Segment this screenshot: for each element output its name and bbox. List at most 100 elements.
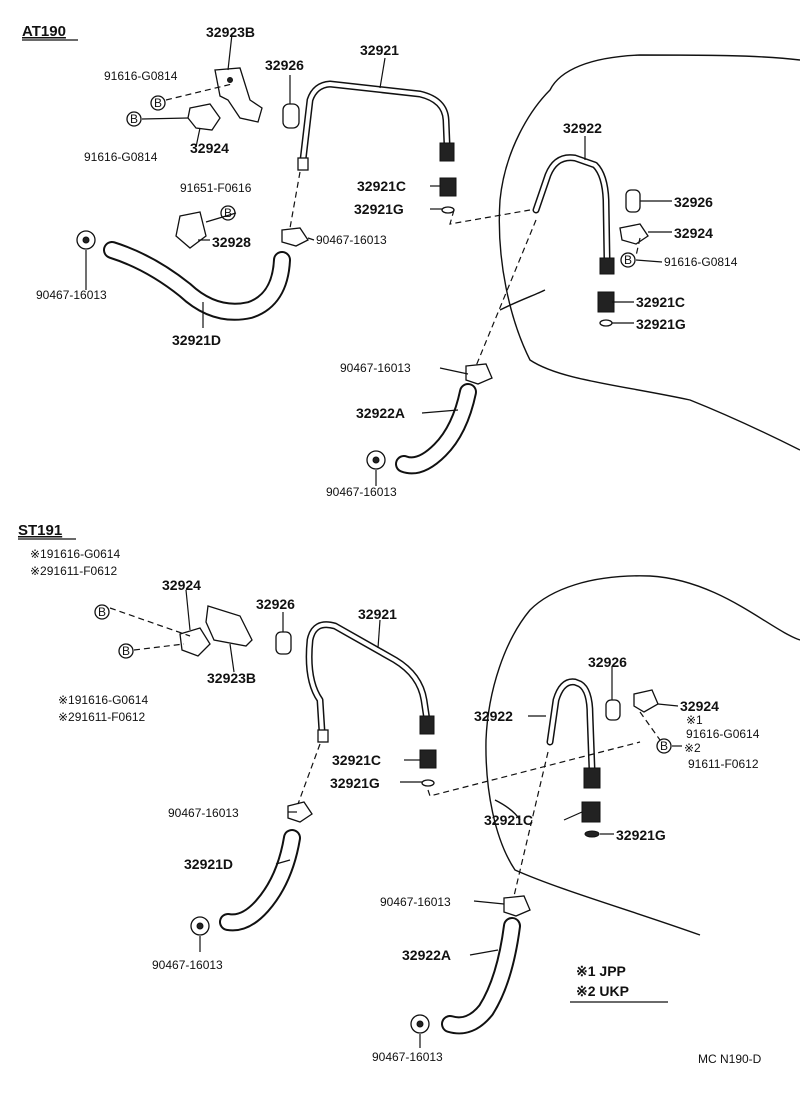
- label-bolt-1: 91616-G0814: [104, 69, 178, 83]
- b-marker-st-3: B: [656, 738, 672, 754]
- label-32921: 32921: [360, 42, 399, 58]
- label-32923b-st: 32923B: [207, 670, 256, 686]
- hose-clamp-small: [281, 227, 309, 247]
- label-bolt-3: 91651-F0616: [180, 181, 252, 195]
- label-32926-right: 32926: [674, 194, 713, 210]
- section-title-at190: AT190: [22, 23, 66, 40]
- sleeve-32926-st: [275, 631, 292, 655]
- diagram-code: MC N190-D: [698, 1052, 762, 1066]
- label-clamp-c: 90467-16013: [340, 361, 411, 375]
- label-32921g-st-a: 32921G: [330, 775, 380, 791]
- clamp-32928: [175, 211, 207, 249]
- label-32921c-st-a: 32921C: [332, 752, 381, 768]
- label-32922-st: 32922: [474, 708, 513, 724]
- transmission-outline: [498, 54, 800, 451]
- svg-text:B: B: [122, 644, 130, 658]
- b-marker-4: B: [620, 252, 636, 268]
- pipe-32922: [532, 154, 611, 264]
- svg-text:B: B: [130, 112, 138, 126]
- transmission-edge: [499, 289, 546, 311]
- union-32921c-st-right: [581, 801, 601, 823]
- label-32924-st-right: 32924: [680, 698, 719, 714]
- label-clamp-st-b: 90467-16013: [152, 958, 223, 972]
- label-32922a: 32922A: [356, 405, 405, 421]
- label-32921d: 32921D: [172, 332, 221, 348]
- svg-text:B: B: [154, 96, 162, 110]
- note-2: ※291611-F0612: [30, 564, 118, 578]
- label-bolt-6: 91611-F0612: [688, 757, 759, 771]
- label-clamp-st-c: 90467-16013: [380, 895, 451, 909]
- label-32921d-st: 32921D: [184, 856, 233, 872]
- label-32924: 32924: [190, 140, 229, 156]
- b-marker-2: B: [126, 111, 142, 127]
- label-32921c-st-b: 32921C: [484, 812, 533, 828]
- clamp-32924-st-right: [633, 689, 659, 713]
- bracket-32923b: [214, 67, 263, 123]
- pipe-32922-fitting-st: [583, 767, 601, 789]
- label-32921c-a: 32921C: [357, 178, 406, 194]
- label-bolt-2: 91616-G0814: [84, 150, 158, 164]
- pipe-32922-fitting: [599, 257, 615, 275]
- clamp-32924-st: [179, 627, 211, 657]
- union-32921c: [439, 177, 457, 197]
- label-32926-st: 32926: [256, 596, 295, 612]
- legend-line-2: ※2 UKP: [576, 983, 629, 999]
- label-clamp-d: 90467-16013: [326, 485, 397, 499]
- label-clamp-b: 90467-16013: [36, 288, 107, 302]
- transmission-outline-2: [485, 575, 800, 936]
- label-clamp-st-d: 90467-16013: [372, 1050, 443, 1064]
- bracket-hole: [227, 77, 233, 83]
- star-1: ※1: [686, 713, 703, 727]
- note-1: ※191616-G0614: [30, 547, 120, 561]
- b-marker-st-1: B: [94, 604, 110, 620]
- label-32922: 32922: [563, 120, 602, 136]
- gasket-32921g-st-right: [584, 830, 600, 838]
- union-32921c-st: [419, 749, 437, 769]
- label-32922a-st: 32922A: [402, 947, 451, 963]
- label-clamp-st-a: 90467-16013: [168, 806, 239, 820]
- b-marker-3: B: [220, 205, 236, 221]
- legend-line-1: ※1 JPP: [576, 963, 626, 979]
- label-32921-st: 32921: [358, 606, 397, 622]
- label-32921c-b: 32921C: [636, 294, 685, 310]
- hose-clamp-32922a-top: [465, 363, 493, 385]
- bracket-32923b-st: [205, 605, 253, 647]
- section-title-st191: ST191: [18, 522, 62, 539]
- sleeve-32926-st-right: [605, 699, 621, 721]
- svg-text:B: B: [224, 206, 232, 220]
- hose-clamp-32922a-st-top: [503, 895, 531, 917]
- pipe-fitting: [439, 142, 455, 162]
- gasket-32921g-right: [599, 319, 613, 327]
- b-marker-st-2: B: [118, 643, 134, 659]
- star-2: ※2: [684, 741, 701, 755]
- section-st191: ST191: [18, 522, 800, 1066]
- label-clamp-a: 90467-16013: [316, 233, 387, 247]
- label-32926-left: 32926: [265, 57, 304, 73]
- clamp-32924: [187, 103, 221, 131]
- label-32921g-a: 32921G: [354, 201, 404, 217]
- pipe-fitting-st: [419, 715, 435, 735]
- label-32921g-b: 32921G: [636, 316, 686, 332]
- note-4: ※291611-F0612: [58, 710, 146, 724]
- sleeve-32926: [282, 103, 300, 129]
- svg-text:B: B: [660, 739, 668, 753]
- b-marker-1: B: [150, 95, 166, 111]
- svg-text:B: B: [98, 605, 106, 619]
- svg-text:B: B: [624, 253, 632, 267]
- label-32923b: 32923B: [206, 24, 255, 40]
- label-32928: 32928: [212, 234, 251, 250]
- label-32926-st-right: 32926: [588, 654, 627, 670]
- section-at190: AT190: [22, 23, 800, 499]
- clamp-32924-right: [619, 223, 649, 245]
- label-bolt-4: 91616-G0814: [664, 255, 738, 269]
- gasket-32921g: [441, 206, 455, 214]
- sleeve-32926-right: [625, 189, 641, 213]
- label-32924-right: 32924: [674, 225, 713, 241]
- pipe-end: [297, 157, 309, 171]
- gasket-32921g-st: [421, 779, 435, 787]
- pipe-32921-st: [305, 621, 431, 736]
- label-32924-st: 32924: [162, 577, 201, 593]
- label-bolt-5: 91616-G0614: [686, 727, 760, 741]
- union-32921c-right: [597, 291, 615, 313]
